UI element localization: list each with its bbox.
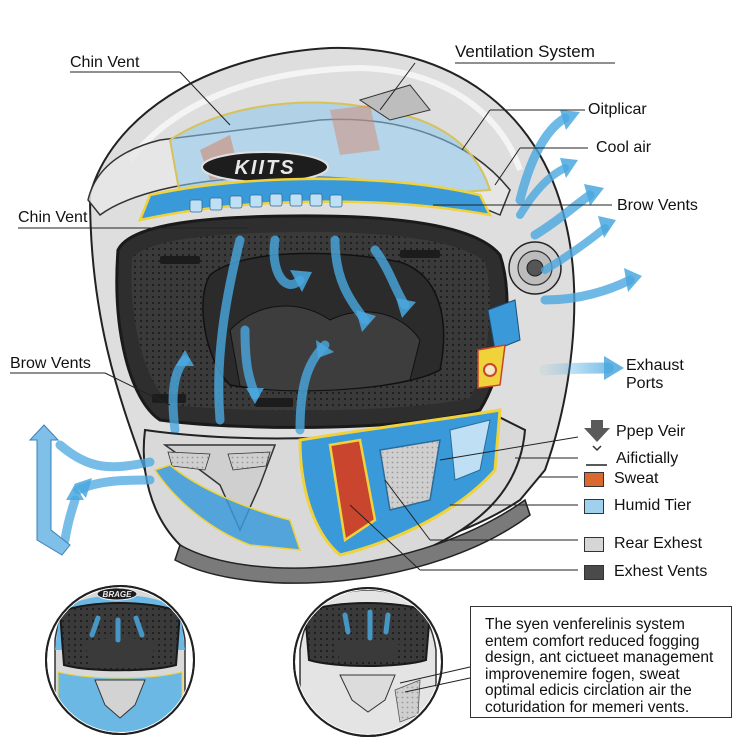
note-line: The syen venferelinis system (485, 616, 685, 633)
legend-item-rear-exhest: Rear Exhest (584, 534, 702, 554)
legend-item-humid-tier: Humid Tier (584, 496, 691, 516)
callout-cool-air: Cool air (596, 139, 652, 156)
callout-leader-lines (10, 62, 615, 571)
legend-item-ppep-veir: Ppep Veir (616, 423, 686, 440)
note-line: improvenemire fogen, sweat (485, 665, 680, 683)
svg-text:KIITS: KIITS (234, 157, 295, 179)
helmet-chin-bar (142, 408, 531, 584)
sweat-swatch-icon (584, 471, 604, 487)
legend-item-exhest-vents: Exhest Vents (584, 562, 707, 582)
exhest-vents-swatch-icon (584, 564, 604, 580)
legend-item-sweat: Sweat (584, 469, 658, 489)
svg-text:BRAGE: BRAGE (103, 590, 133, 599)
humid-tier-swatch-icon (584, 498, 604, 514)
humid-air-column-icon (28, 424, 71, 556)
callout-oitplicar: Oitplicar (588, 101, 647, 118)
note-line: entem comfort reduced fogging (485, 632, 700, 650)
callout-brow-vents-left: Brow Vents (10, 355, 91, 372)
helmet-eyeport (115, 214, 509, 429)
legend-item-aifictially: Aifictially (616, 450, 679, 467)
callout-brow-vents-right: Brow Vents (617, 197, 698, 214)
note-line: optimal edicis circlation air the (485, 682, 692, 699)
visor-pivot (508, 241, 562, 295)
diagram-title: Ventilation System (455, 42, 595, 61)
note-line: design, ant cictueet management (485, 649, 714, 666)
inset-front-view-2 (293, 587, 471, 737)
down-arrow-icon (584, 420, 610, 452)
callout-exhaust-ports-line1: Exhaust (626, 357, 684, 374)
callout-chin-vent-top: Chin Vent (70, 54, 140, 71)
description-note-box: The syen venferelinis system entem comfo… (470, 606, 732, 718)
callout-chin-vent-mid: Chin Vent (18, 209, 88, 226)
inset-front-view-1: BRAGE (45, 585, 195, 735)
exhaust-airflow-arrows (515, 113, 635, 376)
note-line: coturidation for memeri vents. (485, 698, 690, 716)
helmet-logo-badge: KIITS (201, 151, 329, 183)
rear-exhest-swatch-icon (584, 536, 604, 552)
callout-exhaust-ports-line2: Ports (626, 375, 664, 392)
